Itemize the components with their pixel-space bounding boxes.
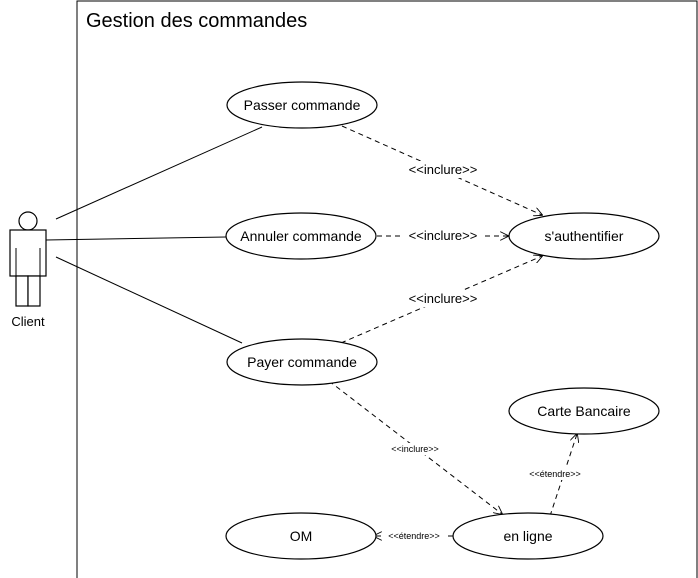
label-payer-enligne: <<inclure>> <box>391 444 439 454</box>
usecase-payer-label: Payer commande <box>247 354 357 370</box>
label-bg-payer-auth <box>403 290 483 307</box>
system-boundary <box>76 0 698 578</box>
usecase-s-authentifier[interactable]: s'authentifier <box>508 212 660 260</box>
label-passer-auth: <<inclure>> <box>409 162 478 177</box>
actor-head <box>18 211 38 231</box>
label-enligne-carte: <<étendre>> <box>529 469 581 479</box>
assoc-client-passer <box>55 126 263 220</box>
usecase-authentifier-ellipse <box>508 212 660 260</box>
label-bg-enligne-om <box>383 530 445 542</box>
usecase-en-ligne[interactable]: en ligne <box>452 512 604 560</box>
usecase-en-ligne-label: en ligne <box>503 528 552 544</box>
usecase-annuler-ellipse <box>225 212 377 260</box>
usecase-carte-ellipse <box>508 387 660 435</box>
label-annuler-auth: <<inclure>> <box>409 228 478 243</box>
usecase-om-ellipse <box>225 512 377 560</box>
label-bg-passer-auth <box>403 161 483 178</box>
assoc-client-annuler <box>45 236 227 241</box>
usecase-payer-commande[interactable]: Payer commande <box>226 338 378 386</box>
usecase-annuler-commande[interactable]: Annuler commande <box>225 212 377 260</box>
label-bg-enligne-carte <box>526 468 584 480</box>
usecase-annuler-label: Annuler commande <box>240 228 362 244</box>
label-payer-auth: <<inclure>> <box>409 291 478 306</box>
usecase-passer-commande[interactable]: Passer commande <box>226 81 378 129</box>
actor-leg-left <box>15 275 29 307</box>
usecase-authentifier-label: s'authentifier <box>545 228 624 244</box>
label-bg-payer-enligne <box>388 443 442 455</box>
assoc-client-payer <box>55 256 243 344</box>
actor-body <box>9 229 47 277</box>
usecase-carte-label: Carte Bancaire <box>537 403 631 419</box>
usecase-om-label: OM <box>290 528 313 544</box>
system-title: Gestion des commandes <box>86 10 307 32</box>
usecase-carte-bancaire[interactable]: Carte Bancaire <box>508 387 660 435</box>
usecase-passer-ellipse <box>226 81 378 129</box>
actor-label: Client <box>11 314 45 329</box>
actor-leg-right <box>27 275 41 307</box>
label-enligne-om: <<étendre>> <box>388 531 440 541</box>
usecase-payer-ellipse <box>226 338 378 386</box>
usecase-om[interactable]: OM <box>225 512 377 560</box>
usecase-en-ligne-ellipse <box>452 512 604 560</box>
usecase-passer-label: Passer commande <box>244 97 361 113</box>
label-bg-annuler-auth <box>403 227 483 244</box>
actor-client[interactable]: Client <box>9 211 47 329</box>
